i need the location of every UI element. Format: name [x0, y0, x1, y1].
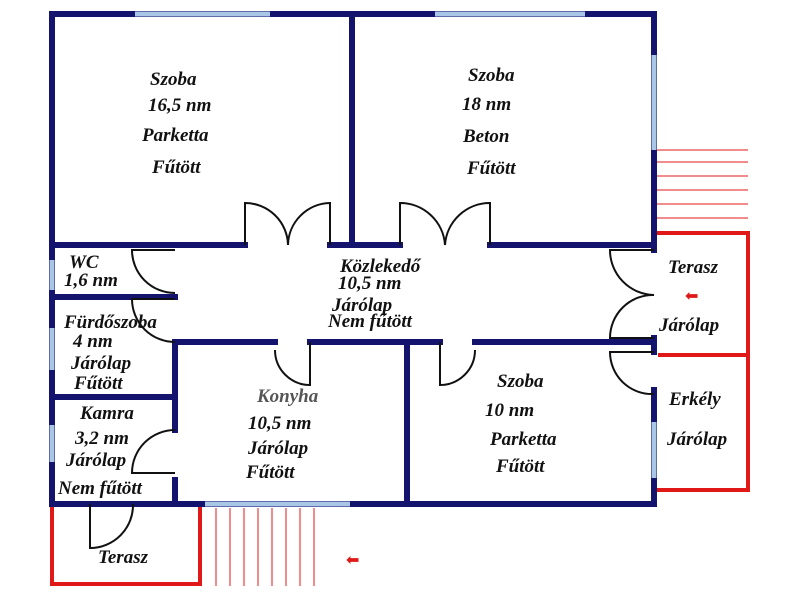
room-name: Konyha [257, 386, 319, 407]
room-heating: Fűtött [152, 157, 201, 178]
doors [89, 201, 655, 550]
room-floor: Parketta [490, 429, 557, 450]
room-floor: Beton [463, 126, 510, 147]
room-name: Terasz [98, 547, 148, 568]
room-area: 1,6 nm [64, 270, 118, 291]
room-name: Fürdőszoba [64, 312, 157, 333]
room-heating: Nem fűtött [328, 311, 412, 332]
entrance-arrow-icon: ⬅ [685, 288, 699, 305]
room-floor: Járólap [66, 450, 127, 471]
room-floor: Parketta [142, 125, 209, 146]
room-name: Szoba [468, 65, 515, 86]
room-area: 3,2 nm [75, 428, 129, 449]
room-name: Szoba [497, 371, 544, 392]
room-heating: Fűtött [74, 373, 123, 394]
room-name: Terasz [668, 257, 718, 278]
room-heating: Fűtött [467, 158, 516, 179]
entrance-arrow-icon: ⬅ [346, 552, 360, 569]
room-name: Közlekedő [340, 256, 421, 277]
room-floor: Járólap [248, 438, 309, 459]
room-area: 4 nm [73, 331, 113, 352]
room-area: 10,5 nm [248, 413, 312, 434]
room-area: 18 nm [462, 94, 512, 115]
room-area: 16,5 nm [148, 95, 212, 116]
windows [49, 11, 657, 507]
room-area: 10,5 nm [338, 273, 402, 294]
room-floor: Járólap [332, 295, 393, 316]
room-floor: Járólap [659, 315, 720, 336]
room-floor: Járólap [71, 353, 132, 374]
room-heating: Nem fűtött [58, 478, 142, 499]
terrace-outline [50, 231, 750, 586]
room-name: Kamra [80, 403, 134, 424]
room-heating: Fűtött [246, 462, 295, 483]
room-heating: Fűtött [496, 456, 545, 477]
room-name: WC [69, 252, 99, 273]
room-area: 10 nm [485, 400, 535, 421]
terrace-hatching [215, 149, 748, 586]
room-name: Erkély [669, 389, 721, 410]
walls [49, 11, 657, 507]
room-name: Szoba [150, 69, 197, 90]
room-floor: Járólap [667, 429, 728, 450]
